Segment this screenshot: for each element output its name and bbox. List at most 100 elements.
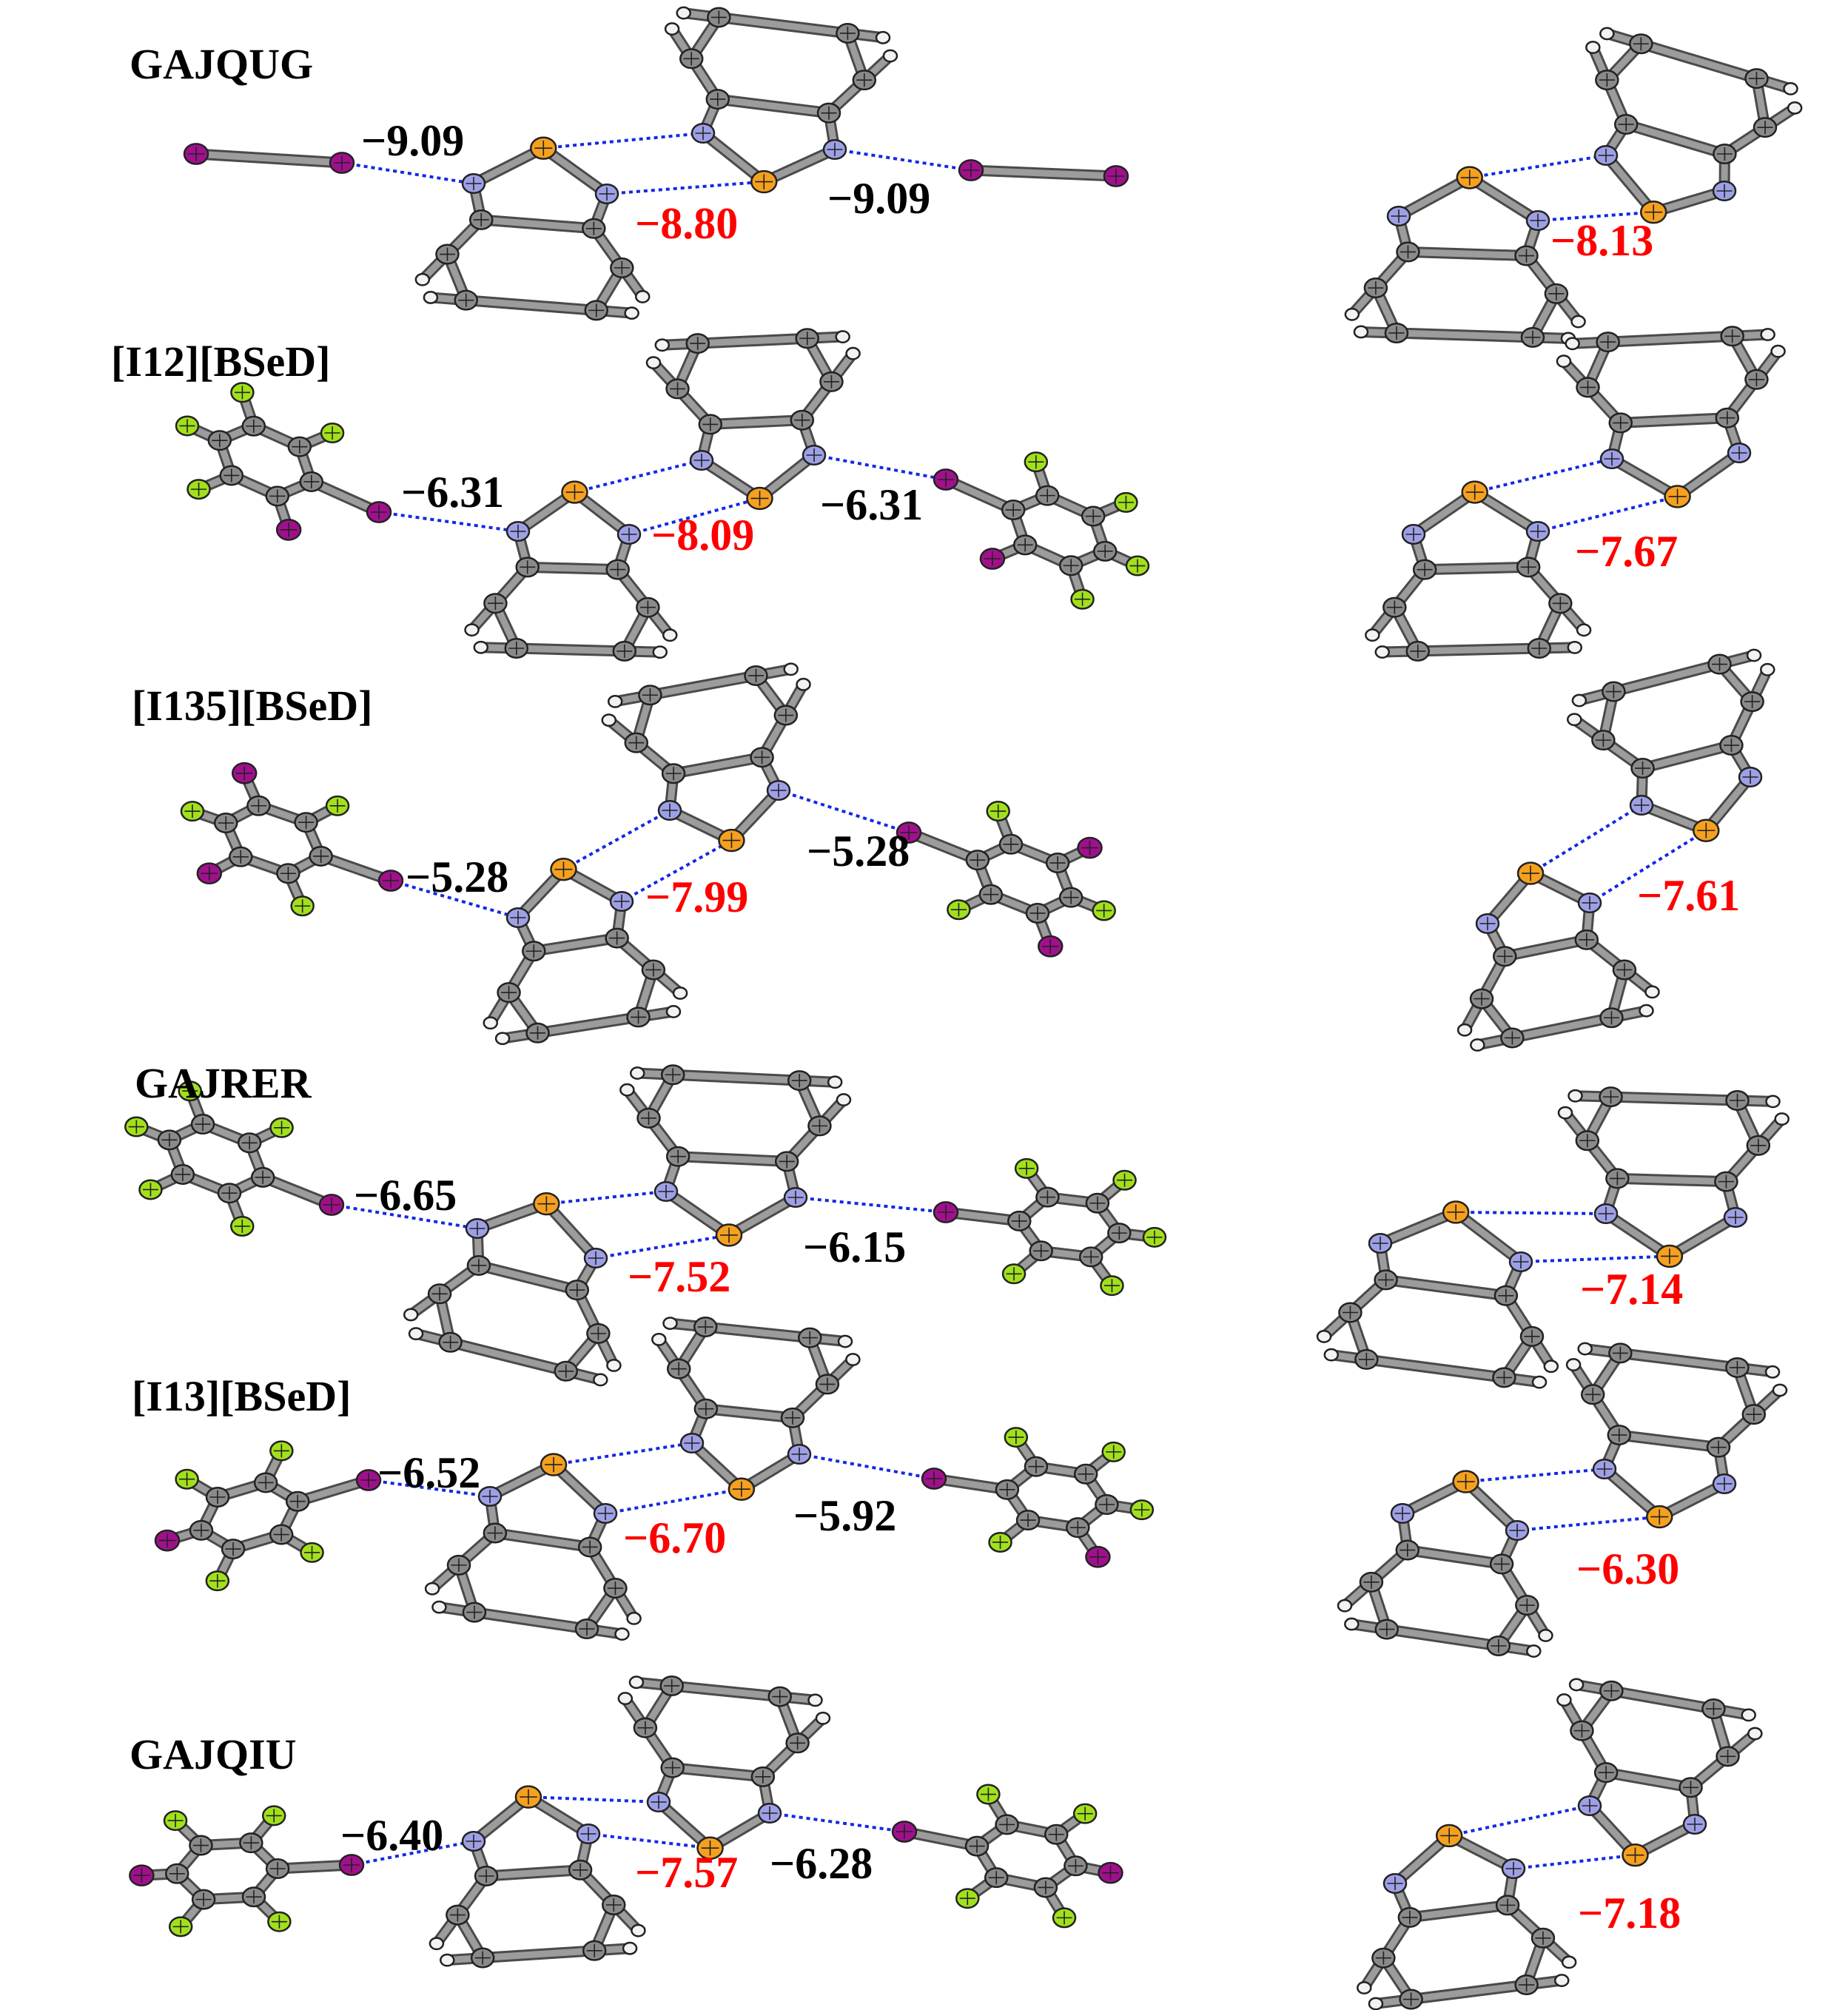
contact-line	[834, 148, 972, 172]
chalcogen-energy-center: −7.99	[645, 873, 749, 921]
contact-line	[331, 1203, 478, 1230]
hydrogen-atom	[614, 1627, 630, 1641]
contact-line	[351, 1840, 474, 1866]
hydrogen-atom	[1456, 1023, 1473, 1037]
contact-line	[378, 511, 519, 533]
contact-line	[621, 838, 733, 903]
hydrogen-atom	[1337, 1599, 1353, 1613]
hydrogen-atom	[593, 1373, 608, 1387]
bond-highlight	[534, 1013, 642, 1037]
hydrogen-atom	[836, 1093, 852, 1106]
bond-highlight	[540, 144, 611, 198]
bond-highlight	[524, 563, 622, 574]
hydrogen-atom	[827, 1075, 843, 1089]
contact-line	[574, 459, 702, 494]
contact-line	[368, 1479, 491, 1498]
bond-highlight	[1377, 1209, 1459, 1247]
bond-highlight	[1414, 645, 1543, 655]
hydrogen-atom	[1543, 1359, 1559, 1374]
hydrogen-atom	[483, 1016, 499, 1030]
contact-line	[588, 1832, 710, 1850]
contact-line	[528, 1795, 659, 1804]
hydrogen-atom	[1770, 344, 1786, 358]
hydrogen-atom	[1553, 1974, 1570, 1987]
hydrogen-atom	[624, 306, 639, 320]
bond-highlight	[702, 1405, 796, 1422]
bond-highlight	[1639, 742, 1735, 772]
bond-highlight	[1602, 152, 1657, 216]
hydrogen-atom	[835, 330, 850, 343]
hydrogen-atom	[494, 1032, 511, 1046]
hydrogen-atom	[626, 1612, 642, 1625]
bond-highlight	[1404, 248, 1530, 260]
hydrogen-atom	[783, 662, 799, 676]
bond-highlight	[477, 216, 597, 232]
hydrogen-atom	[1577, 1342, 1593, 1356]
bond-highlight	[674, 1153, 790, 1165]
contact-line	[562, 809, 671, 871]
bond-highlight	[1616, 1431, 1722, 1451]
xb-energy-left: −6.40	[340, 1811, 444, 1860]
bond-highlight	[463, 297, 600, 314]
hydrogen-atom	[423, 291, 439, 304]
panel-title-i13-bsed: [I13][BSeD]	[132, 1372, 352, 1420]
contact-line	[1513, 1853, 1636, 1870]
xb-energy-right: −5.28	[807, 827, 910, 875]
bond-highlight	[669, 1071, 803, 1084]
bond-highlight	[471, 1609, 591, 1633]
chalcogen-energy-center: −7.57	[635, 1848, 739, 1897]
hydrogen-atom	[1576, 623, 1592, 637]
bond-highlight	[1421, 563, 1532, 574]
atom-layer	[124, 6, 1803, 2010]
hydrogen-atom	[1368, 1997, 1384, 2010]
bond-highlight	[475, 1262, 581, 1294]
hydrogen-atom	[1526, 1644, 1542, 1658]
hydrogen-atom	[1567, 713, 1582, 727]
panel-title-i135-bsed: [I135][BSeD]	[132, 682, 373, 730]
bond-highlight	[1508, 1014, 1615, 1041]
panel-title-i12-bsed: [I12][BSeD]	[111, 337, 331, 386]
hydrogen-atom	[473, 640, 489, 654]
bond-highlight	[646, 672, 759, 699]
bond-highlight	[1607, 1093, 1741, 1104]
hydrogen-atom	[424, 1582, 440, 1596]
bond-highlight	[483, 1866, 584, 1880]
bond-highlight	[530, 935, 621, 955]
hydrogen-atom	[1599, 27, 1615, 41]
bond-highlight	[1622, 121, 1728, 158]
bond-highlight	[714, 95, 833, 117]
hydrogen-atom	[1746, 648, 1762, 662]
hydrogen-atom	[796, 677, 811, 691]
panel-title-gajqug: GAJQUG	[130, 40, 314, 88]
bond-highlight	[702, 1323, 813, 1342]
hydrogen-atom	[606, 1359, 622, 1372]
dimer-energy: −7.67	[1575, 527, 1679, 576]
dimer-energy: −6.30	[1576, 1545, 1680, 1593]
dimer-energy: −7.18	[1578, 1889, 1681, 1937]
hydrogen-atom	[634, 290, 651, 303]
hydrogen-atom	[662, 1317, 678, 1331]
bond-layer	[130, 7, 1801, 2009]
bond-highlight	[967, 167, 1120, 180]
contact-line	[778, 789, 910, 834]
bond-highlight	[1406, 1901, 1511, 1921]
hydrogen-atom	[1470, 1038, 1485, 1052]
chalcogen-energy-center: −8.09	[651, 511, 755, 559]
bond-highlight	[1466, 174, 1542, 224]
hydrogen-atom	[414, 272, 431, 286]
contact-line	[1520, 1254, 1670, 1263]
contact-line	[1537, 210, 1654, 222]
dimer-energy: −7.61	[1637, 871, 1741, 920]
hydrogen-atom	[1568, 1089, 1583, 1103]
bond-highlight	[192, 150, 346, 167]
hydrogen-atom	[815, 1711, 831, 1725]
hydrogen-atom	[1568, 1678, 1585, 1692]
contact-line	[546, 1190, 667, 1206]
xb-energy-left: −6.31	[401, 468, 505, 517]
hydrogen-atom	[1565, 337, 1580, 351]
hydrogen-atom	[1570, 315, 1586, 329]
hydrogen-atom	[1344, 1617, 1360, 1631]
hydrogen-atom	[1772, 1383, 1788, 1397]
hydrogen-atom	[440, 1953, 455, 1967]
